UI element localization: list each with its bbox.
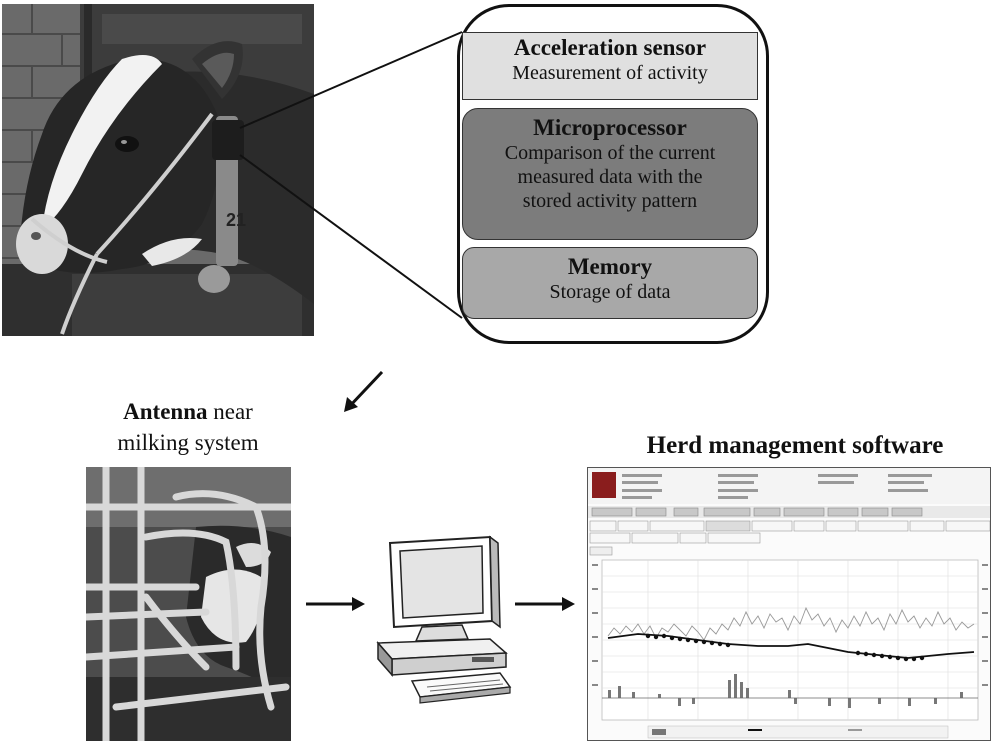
collar-tag-number: 21 [226,210,246,230]
computer-icon [372,535,512,710]
memory-subtitle: Storage of data [549,281,671,303]
antenna-label-line2: milking system [117,430,259,455]
cow-with-collar-photo: 21 [2,4,314,336]
acceleration-sensor-title: Acceleration sensor [513,35,707,60]
acceleration-sensor-box: Acceleration sensor Measurement of activ… [462,32,758,100]
milking-system-photo [86,467,291,741]
antenna-label-bold: Antenna [123,399,208,424]
arrow-down-left [346,370,384,410]
microprocessor-line-3: stored activity pattern [522,190,698,212]
microprocessor-line-1: Comparison of the current [504,142,716,164]
antenna-label-rest: near [207,399,253,424]
herd-software-screenshot [587,467,991,741]
memory-box: Memory Storage of data [462,247,758,319]
microprocessor-title: Microprocessor [533,115,687,140]
herd-software-label: Herd management software [646,432,944,459]
antenna-label: Antenna near milking system [88,396,288,458]
microprocessor-line-2: measured data with the [517,166,703,188]
acceleration-sensor-subtitle: Measurement of activity [512,62,708,84]
microprocessor-box: Microprocessor Comparison of the current… [462,108,758,240]
memory-title: Memory [567,254,653,279]
